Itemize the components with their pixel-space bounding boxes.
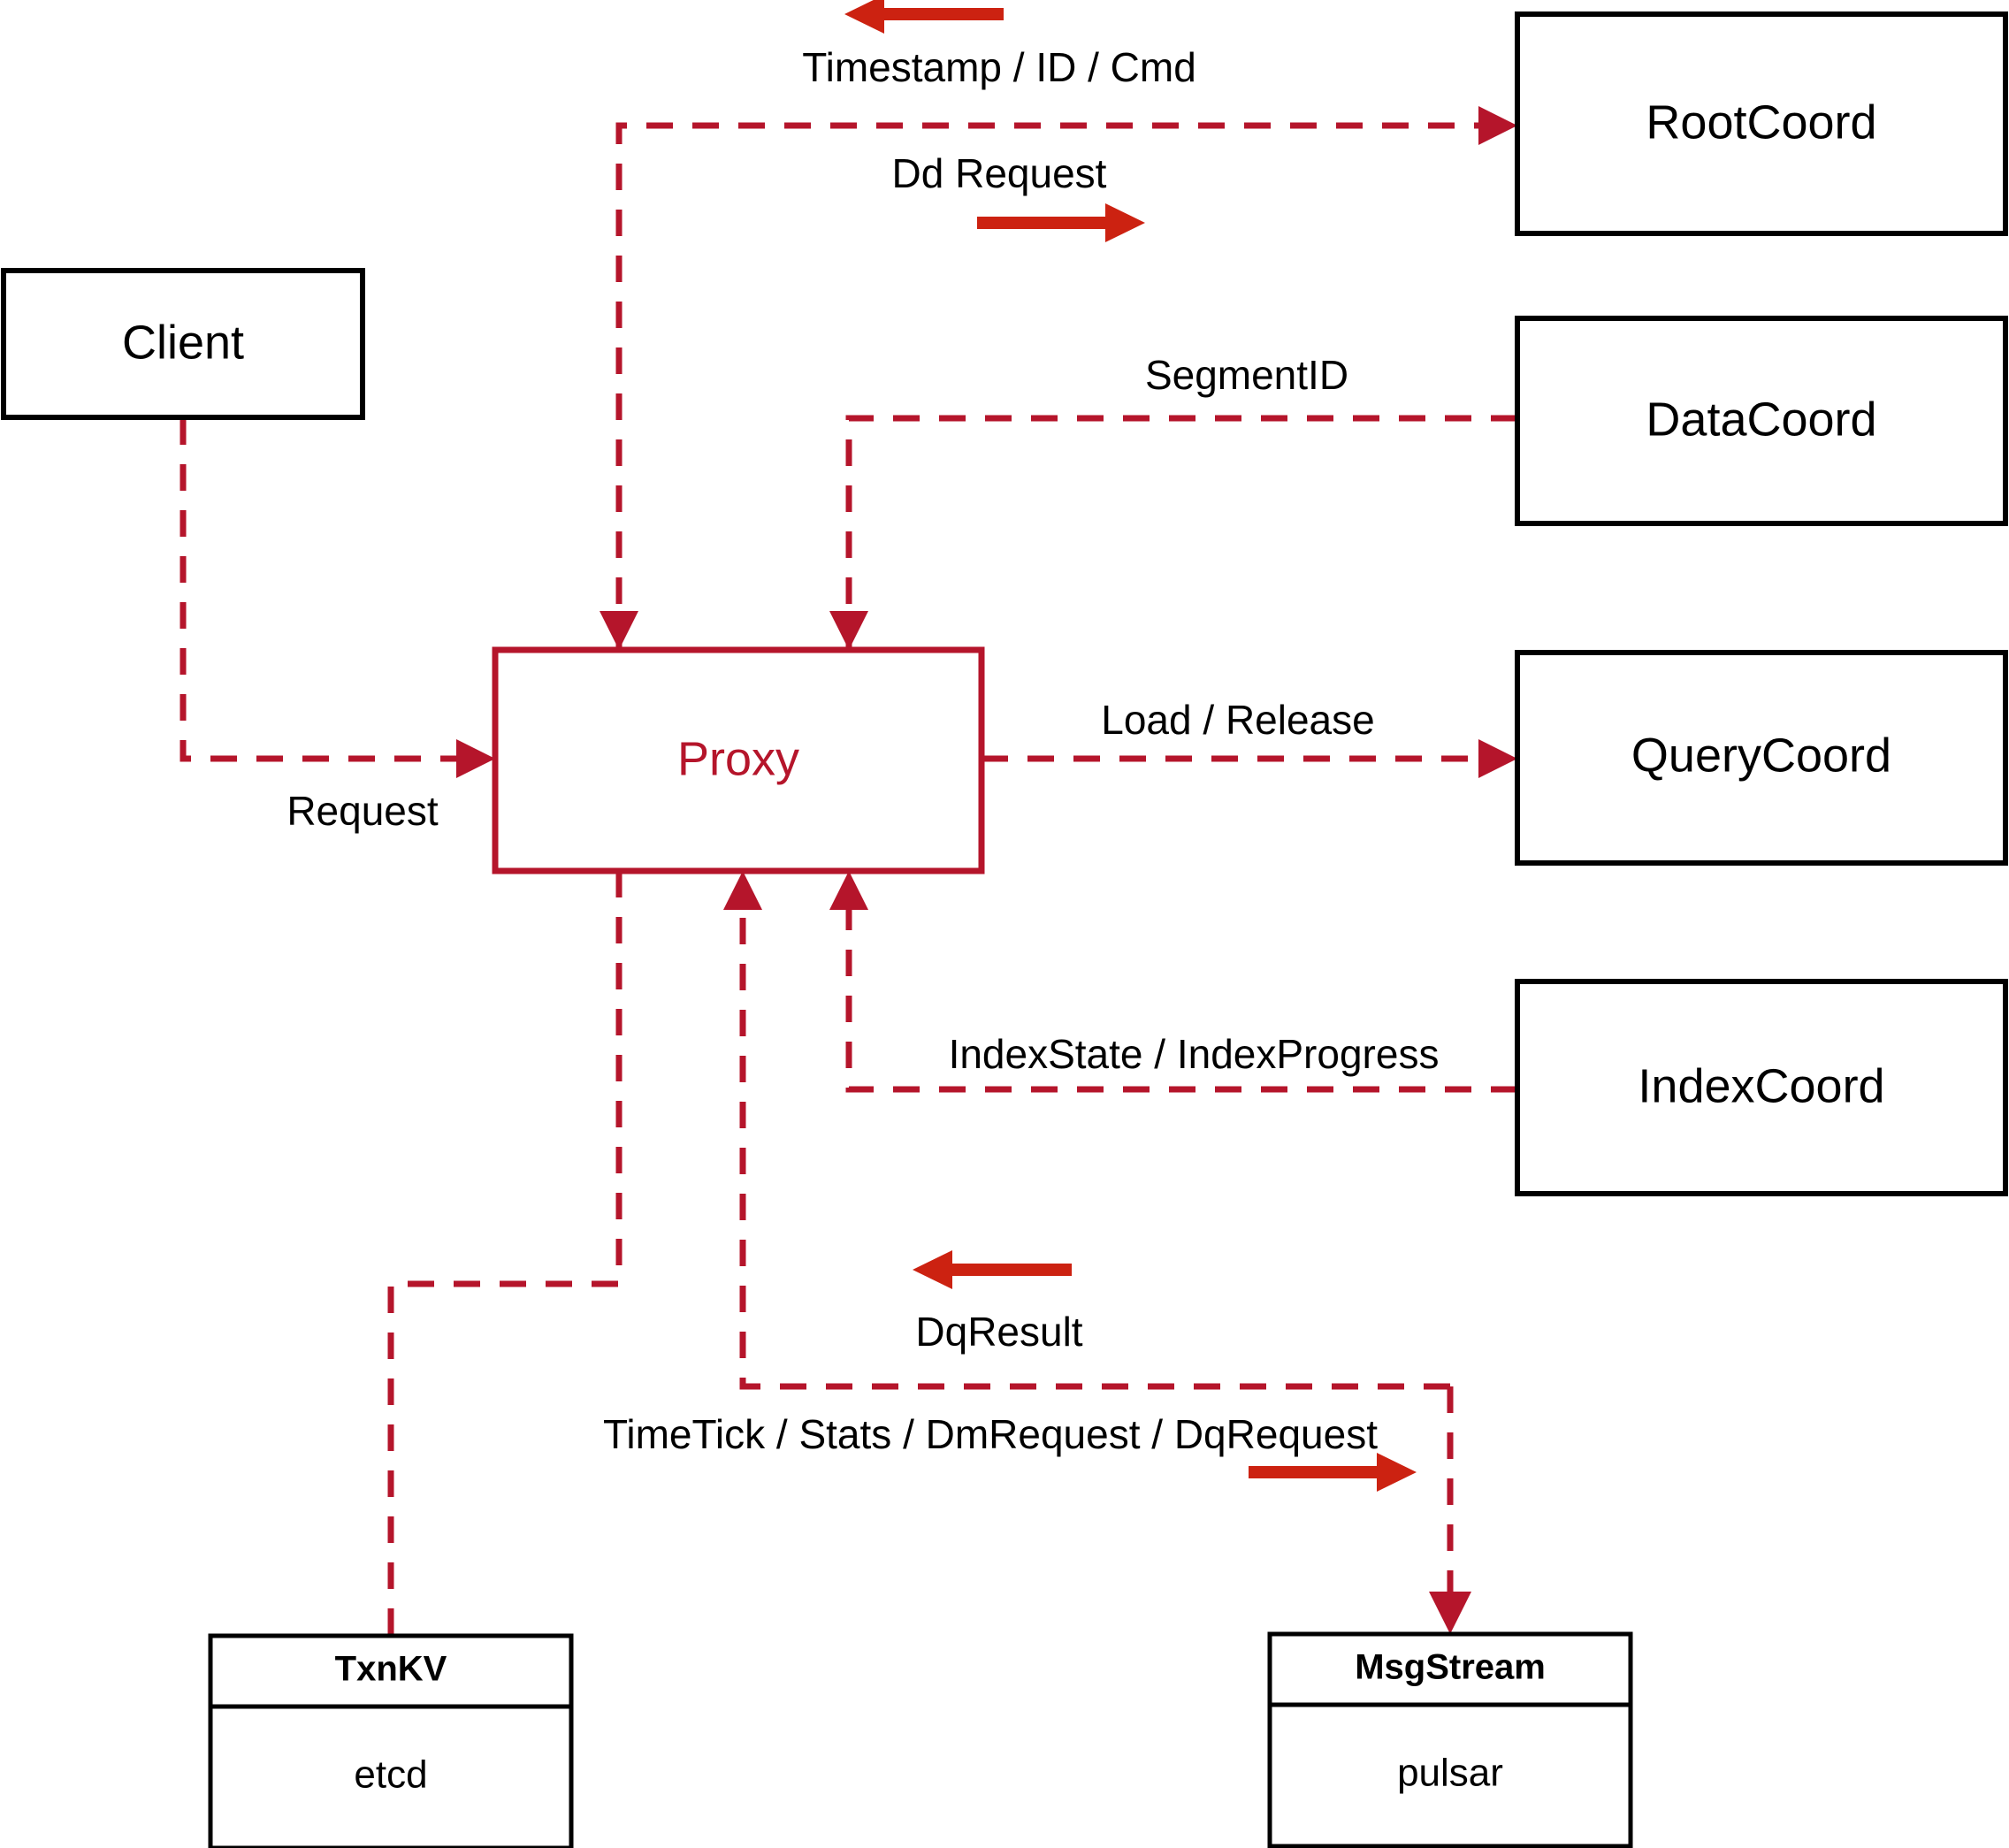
node-datacoord[interactable]: DataCoord [1515, 316, 2008, 526]
edge-msgstream-proxy [723, 871, 1450, 1390]
edge-label-timetick-stats: TimeTick / Stats / DmRequest / DqRequest [603, 1411, 1378, 1457]
node-msgstream-body: pulsar [1397, 1752, 1503, 1795]
node-msgstream-header: MsgStream [1355, 1648, 1546, 1687]
node-txnkv[interactable]: TxnKV etcd [208, 1633, 574, 1848]
edge-label-dq-result: DqResult [915, 1309, 1082, 1355]
arrowhead-proxy-bottom-mid [723, 871, 762, 910]
edge-indexcoord-proxy [829, 871, 1517, 1093]
edge-label-segment-id: SegmentID [1145, 352, 1348, 398]
node-rootcoord-label: RootCoord [1646, 95, 1876, 149]
edge-proxy-rootcoord [600, 106, 1517, 650]
node-client-label: Client [122, 316, 244, 369]
direction-arrow-left-dqresult [913, 1250, 1072, 1289]
arrowhead-proxy-top-left [600, 611, 638, 650]
edge-label-request: Request [286, 788, 439, 834]
arrowhead-querycoord [1478, 739, 1517, 778]
edge-label-index-state: IndexState / IndexProgress [949, 1031, 1440, 1077]
direction-arrow-right-ddrequest [977, 203, 1145, 242]
edge-label-dd-request: Dd Request [892, 150, 1107, 196]
arrowhead-proxy-top-right [829, 611, 868, 650]
node-datacoord-label: DataCoord [1646, 393, 1876, 446]
node-proxy-label: Proxy [677, 732, 799, 785]
edge-datacoord-proxy [829, 415, 1517, 650]
arrowhead-proxy-left [456, 739, 495, 778]
arrowhead-rootcoord [1478, 106, 1517, 145]
node-rootcoord[interactable]: RootCoord [1515, 11, 2008, 236]
edge-proxy-msgstream [1429, 1386, 1471, 1634]
edge-label-load-release: Load / Release [1101, 697, 1374, 743]
node-txnkv-body: etcd [354, 1753, 427, 1797]
edge-proxy-txnkv [387, 871, 623, 1636]
node-msgstream[interactable]: MsgStream pulsar [1267, 1631, 1633, 1848]
arrowhead-msgstream [1429, 1592, 1471, 1634]
node-querycoord[interactable]: QueryCoord [1515, 650, 2008, 866]
node-indexcoord-label: IndexCoord [1638, 1059, 1884, 1112]
node-indexcoord[interactable]: IndexCoord [1515, 979, 2008, 1196]
node-txnkv-header: TxnKV [335, 1650, 447, 1689]
node-querycoord-label: QueryCoord [1631, 729, 1891, 782]
node-proxy[interactable]: Proxy [492, 646, 985, 874]
edge-proxy-querycoord [982, 739, 1517, 778]
edge-client-proxy [180, 418, 495, 778]
arrowhead-proxy-bottom-right [829, 871, 868, 910]
edge-label-timestamp-id-cmd: Timestamp / ID / Cmd [802, 44, 1196, 90]
direction-arrow-left-timestamp [844, 0, 1004, 34]
direction-arrow-right-timetick [1249, 1453, 1417, 1492]
node-client[interactable]: Client [1, 268, 365, 420]
